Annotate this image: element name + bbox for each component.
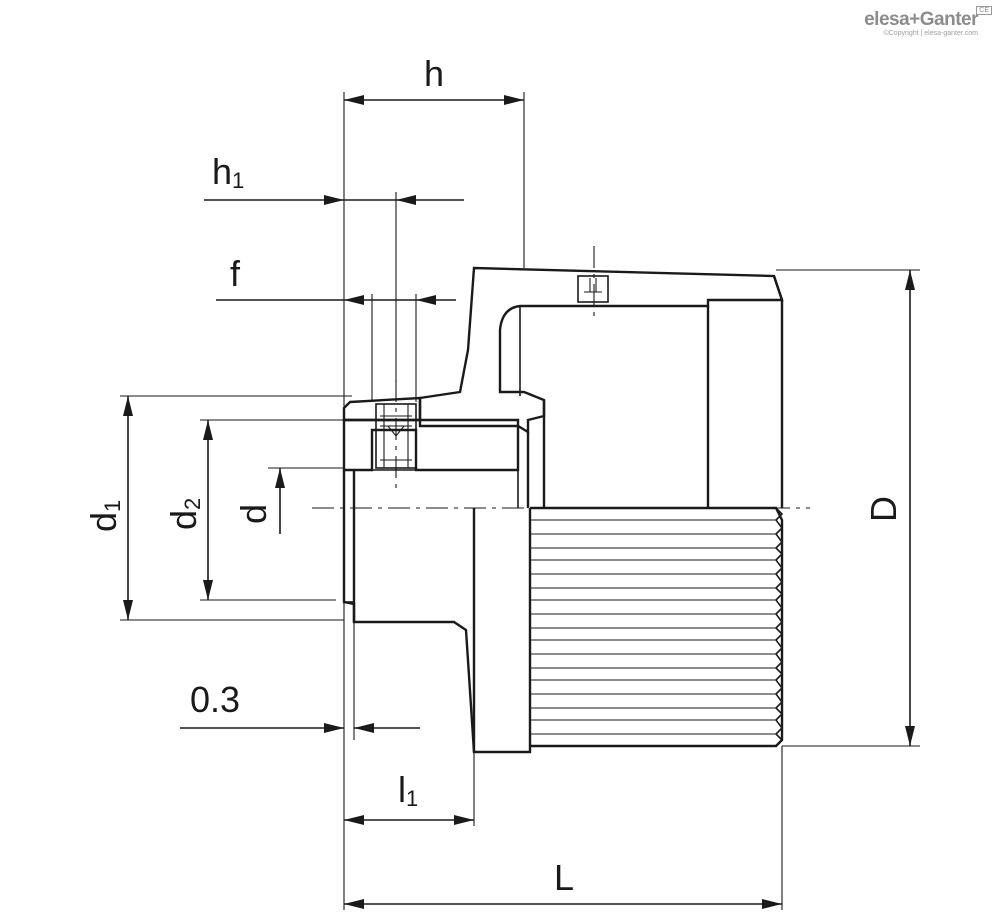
cap-section-hatched	[418, 266, 784, 435]
knob-body	[312, 246, 810, 754]
dim-h-label: h	[424, 53, 444, 94]
bush-section-hatched	[342, 418, 520, 472]
dim-d2-label: d2	[163, 498, 205, 530]
cap-screw-pocket	[577, 275, 609, 303]
ce-badge: CE	[976, 6, 992, 15]
dim-l1-label: l1	[398, 769, 418, 811]
dimension-lines	[120, 92, 920, 910]
dim-L-label: L	[554, 857, 574, 898]
brand-name: elesa+Ganter	[864, 9, 978, 30]
dim-h1-label: h1	[212, 151, 244, 193]
brand-logo: elesa+Ganter ©Copyright | elesa-ganter.c…	[864, 6, 992, 38]
dim-f-label: f	[230, 253, 241, 294]
dim-d1-label: d1	[83, 500, 125, 532]
dim-d-label: d	[233, 504, 274, 524]
dim-gap-label: 0.3	[190, 679, 240, 720]
knurled-grip	[530, 506, 784, 748]
brand-copyright: ©Copyright | elesa-ganter.com	[883, 30, 978, 37]
dim-D-label: D	[863, 496, 904, 522]
